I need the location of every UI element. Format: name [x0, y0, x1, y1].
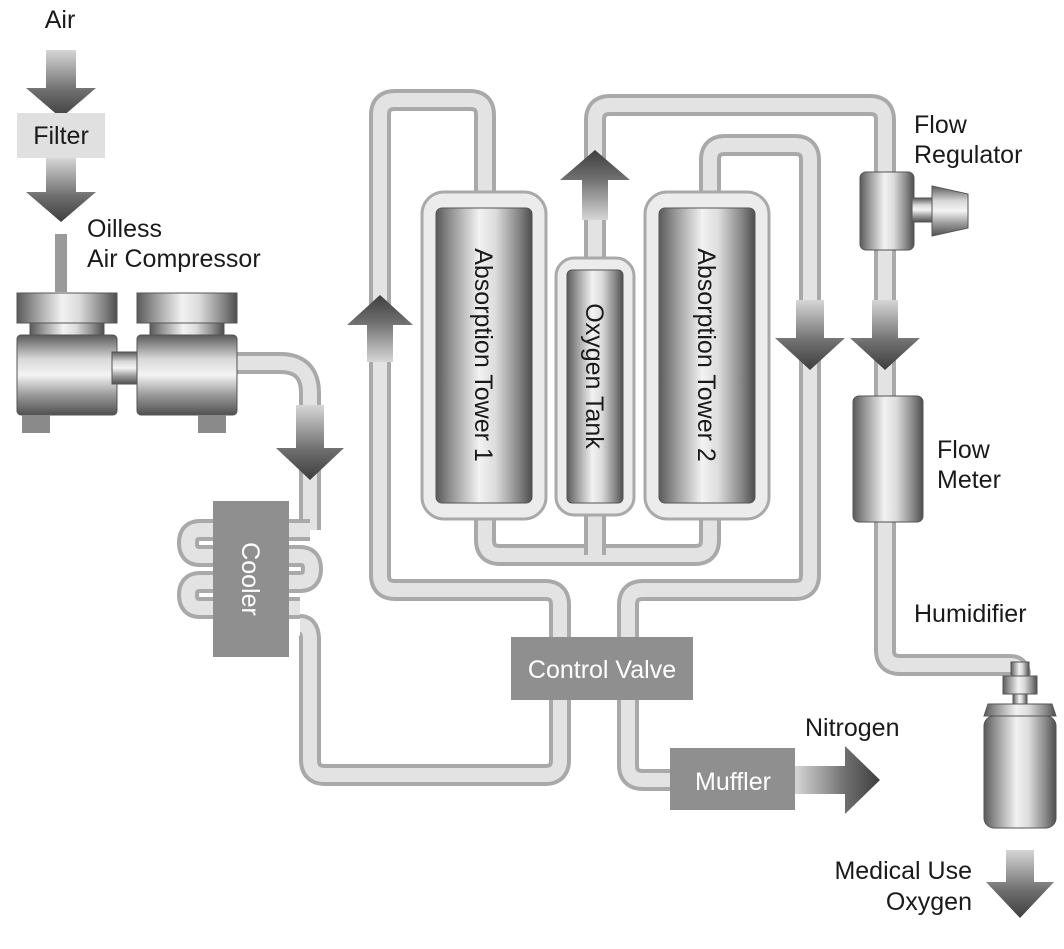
flow-arrows: [26, 50, 1054, 918]
absorption-tower-2: [643, 190, 771, 521]
filter-label: Filter: [33, 122, 89, 150]
medical-oxygen-arrow: [986, 850, 1054, 918]
filter-output-arrow: [26, 158, 96, 222]
air-compressor: [14, 292, 238, 433]
nitrogen-label: Nitrogen: [805, 714, 900, 742]
air-label: Air: [45, 6, 76, 34]
flow-regulator: [859, 171, 969, 251]
filter-box: [17, 113, 105, 158]
muffler-label: Muffler: [695, 768, 771, 796]
regulator-down-arrow: [850, 300, 920, 370]
tower2-down-arrow: [775, 300, 845, 370]
output-label-line2: Oxygen: [886, 888, 972, 916]
tower1-up-arrow: [347, 295, 413, 362]
oxygen-tank: [554, 256, 636, 517]
flow-meter: [852, 395, 924, 523]
humidifier: [983, 661, 1057, 829]
compressor-label-line1: Oilless: [87, 215, 162, 243]
oxygen-tank-label: Oxygen Tank: [580, 303, 608, 449]
flow-regulator-label-line1: Flow: [914, 111, 968, 139]
compressor-label-line2: Air Compressor: [87, 245, 261, 273]
control-valve-box: [511, 637, 693, 700]
tower2-label: Absorption Tower 2: [692, 248, 720, 462]
muffler-box: [670, 748, 795, 810]
cooler-label: Cooler: [236, 542, 264, 616]
flow-meter-label-line2: Meter: [937, 466, 1001, 494]
tower1-label: Absorption Tower 1: [469, 248, 497, 462]
nitrogen-arrow: [795, 746, 880, 814]
control-valve-label: Control Valve: [528, 656, 676, 684]
humidifier-label: Humidifier: [914, 600, 1027, 628]
cooler-box: [213, 501, 289, 657]
flow-meter-label-line1: Flow: [937, 436, 991, 464]
to-cooler-arrow: [276, 405, 344, 480]
oxygen-up-arrow: [560, 150, 630, 220]
output-label-line1: Medical Use: [834, 857, 972, 885]
flow-regulator-label-line2: Regulator: [914, 141, 1022, 169]
air-input-arrow: [26, 50, 96, 118]
absorption-tower-1: [420, 190, 548, 521]
